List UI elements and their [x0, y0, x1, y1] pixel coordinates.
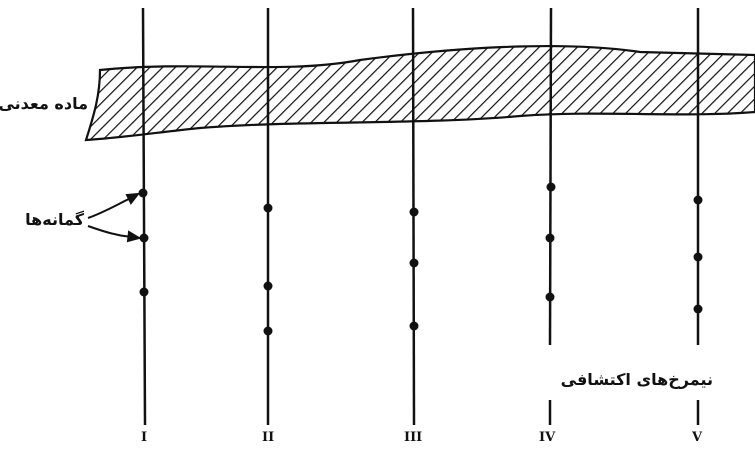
sample-point	[545, 292, 555, 302]
sample-point	[693, 304, 703, 314]
profile-line-4	[548, 7, 553, 346]
sample-point	[693, 252, 703, 262]
profile-lines	[141, 7, 700, 426]
profile-numeral-1: I	[141, 430, 148, 445]
sample-point	[693, 195, 703, 205]
sample-point	[138, 188, 148, 198]
samples-label: گمانه‌ها	[25, 210, 84, 229]
profile-line-1	[141, 7, 147, 426]
sample-point	[409, 321, 419, 331]
sample-point	[139, 233, 149, 243]
sample-point	[139, 287, 149, 297]
sample-point	[546, 182, 556, 192]
profile-numeral-2: II	[262, 430, 275, 445]
ore-body	[84, 44, 755, 142]
sample-point	[409, 207, 419, 217]
profile-numeral-3: III	[404, 430, 423, 445]
sample-arrows	[87, 192, 142, 243]
profiles-label: نیمرخ‌های اکتشافی	[558, 370, 715, 389]
sample-point	[263, 326, 273, 336]
sample-points	[138, 182, 703, 336]
profile-numeral-5: V	[692, 430, 703, 445]
sample-point	[263, 281, 273, 291]
ore-body-label: ماده معدنی	[0, 94, 88, 113]
profile-numeral-4: IV	[539, 430, 556, 445]
sample-point	[409, 258, 419, 268]
sample-point	[545, 233, 555, 243]
sample-point	[263, 203, 273, 213]
profile-line-3	[411, 7, 416, 426]
